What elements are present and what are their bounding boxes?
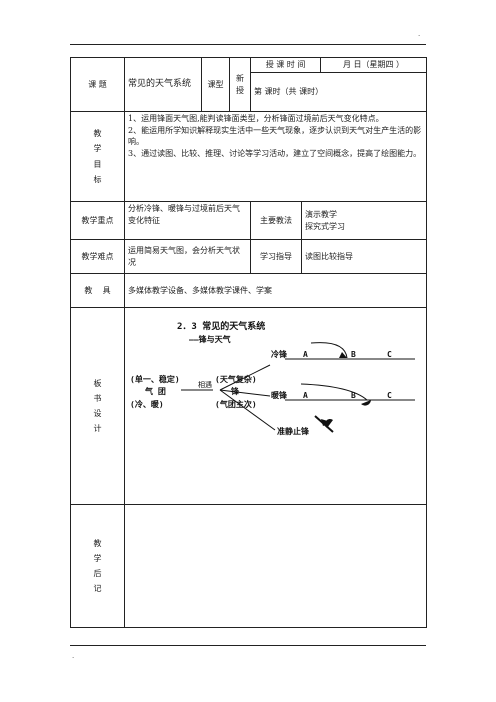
board-air-mass: 气 团 [145,387,166,396]
board-left-top: (单一、稳定) [130,375,180,384]
board-design: 2．3 常见的天气系统 ——锋与天气 (单一、稳定) 气 团 相遇 (冷、暖) … [123,307,428,505]
lesson-label: 课 题 [70,57,125,112]
board-label: 板 书 设 计 [70,307,125,505]
warm-point-c: C [387,391,392,400]
board-left-bottom: (冷、暖) [130,400,164,409]
goals-label: 教 学 目 标 [70,111,125,202]
cold-front-label: 冷锋 [271,350,287,359]
goal-2: 2、能运用所学知识解释现实生活中一些天气现象，逐步认识到天气对生产生活的影响。 [128,125,422,147]
warm-front-curve [300,383,368,401]
goals-content: 1、运用锋面天气图,能判读锋面类型，分析锋面过境前后天气变化特点。 2、能运用所… [123,111,428,202]
difficulty-content: 运用简易天气图，会分析天气状况 [124,239,251,274]
method-label: 主要教法 [250,201,302,240]
cold-point-c: C [387,350,392,359]
footer-rule [70,645,426,646]
tools-label: 教 具 [70,273,125,308]
front-diagrams [181,342,415,433]
time-label: 授 课 时 间 [249,57,322,73]
header-mark: . [418,30,421,38]
type-value: 新授 [229,57,251,112]
difficulty-label: 教学难点 [70,239,125,274]
reflection-label: 教 学 后 记 [70,504,125,628]
header-rule [70,44,426,45]
guide-label: 学习指导 [250,239,302,274]
period-value: 第 课时（共 课时） [249,72,428,112]
board-mid-bottom: (气团主次) [215,400,257,409]
warm-front-label: 暖锋 [271,391,287,400]
cold-front-triangle-icon [339,352,347,358]
board-title: 2．3 常见的天气系统 [177,322,266,332]
stationary-front-label: 准静止锋 [277,427,309,436]
front-connector [219,389,271,397]
front-connector [219,364,271,391]
cold-front-curve [310,342,348,359]
warm-point-b: B [351,391,356,400]
reflection-content [123,504,428,628]
front-connector [219,389,276,431]
lesson-title: 常见的天气系统 [124,57,202,112]
goal-3: 3、通过读图、比较、推理、讨论等学习活动，建立了空间概念，提高了绘图能力。 [128,148,422,158]
board-mid-top: (天气复杂) [215,375,257,384]
tools-content: 多媒体教学设备、多媒体教学课件、学案 [123,273,428,308]
type-label: 课型 [201,57,230,112]
lesson-plan-table: 课 题 常见的天气系统 课型 新授 授 课 时 间 月 日（星期四 ） 第 课时… [70,57,428,628]
warm-front-semicircle-icon [361,400,371,406]
key-content: 分析冷锋、暖锋与过境前后天气变化特征 [124,201,251,240]
footer-mark: . [72,652,75,660]
board-subtitle: ——锋与天气 [189,335,231,344]
stationary-front-icon [314,415,334,433]
board-meet: 相遇 [198,381,212,389]
key-label: 教学重点 [70,201,125,240]
cold-point-a: A [303,350,308,359]
guide-content: 读图比较指导 [300,239,428,274]
warm-point-a: A [303,391,308,400]
cold-point-b: B [351,350,356,359]
method-content: 演示教学 探究式学习 [300,201,428,240]
goal-1: 1、运用锋面天气图,能判读锋面类型，分析锋面过境前后天气变化特点。 [128,114,384,123]
date-value: 月 日（星期四 ） [320,57,428,73]
